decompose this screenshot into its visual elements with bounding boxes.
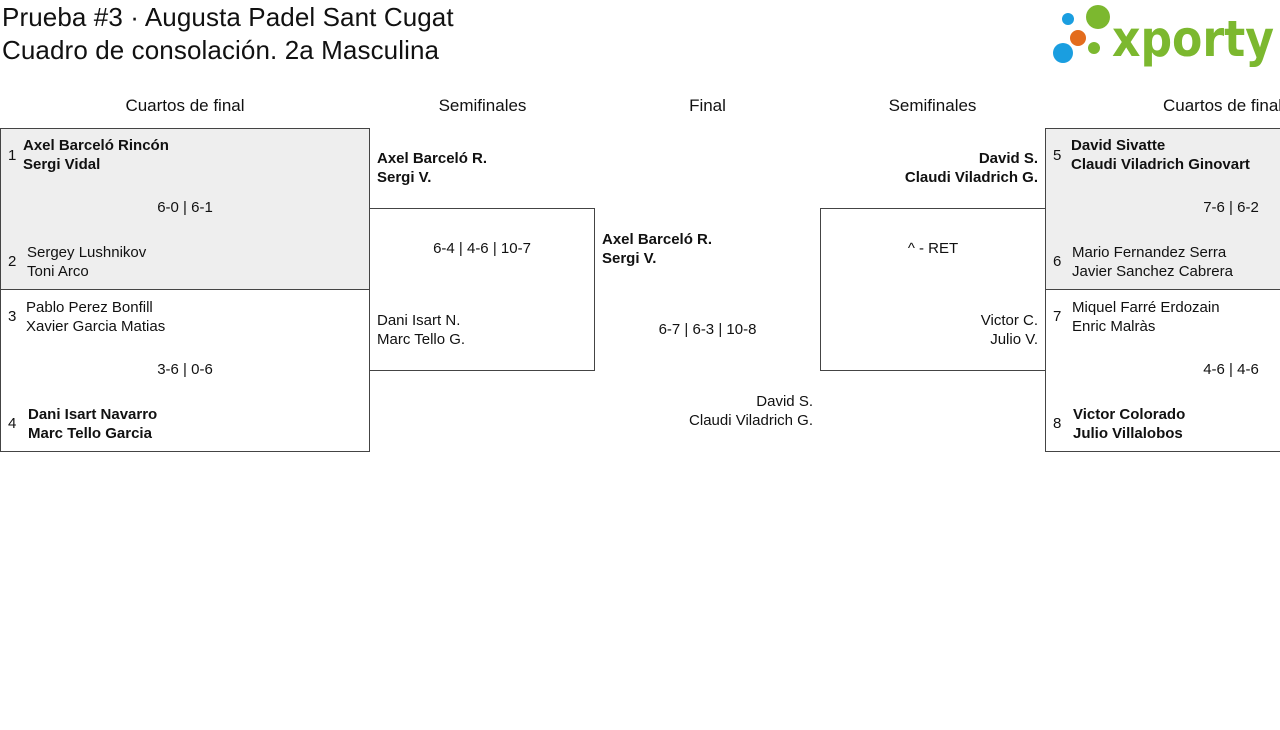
xporty-logo[interactable]: xporty: [1050, 2, 1278, 68]
round-header-final: Final: [689, 96, 726, 115]
seed-number: 2: [8, 253, 17, 270]
page-subtitle: Cuadro de consolación. 2a Masculina: [2, 35, 440, 65]
player-name: Victor Colorado: [1073, 406, 1186, 423]
player-name: Julio V.: [990, 331, 1038, 348]
player-name: Sergi Vidal: [23, 156, 101, 173]
player-name: Sergey Lushnikov: [27, 244, 147, 261]
match-score: ^ - RET: [907, 240, 959, 257]
left-semi-top-player: Axel Barceló R.: [377, 150, 488, 167]
logo-dot-orange: [1070, 30, 1086, 46]
logo-dot-green-small: [1088, 42, 1100, 54]
player-name: Enric Malràs: [1072, 318, 1156, 335]
final-bottom-player: David S.: [756, 393, 813, 410]
seed-number: 5: [1053, 147, 1062, 164]
player-name: David Sivatte: [1071, 137, 1166, 154]
left-semi-top-player: Sergi V.: [377, 169, 432, 186]
right-quarter-match-1[interactable]: 5 David Sivatte Claudi Viladrich Ginovar…: [1045, 128, 1280, 290]
player-name: Toni Arco: [27, 263, 89, 280]
seed-number: 3: [8, 308, 17, 325]
seed-number: 6: [1053, 253, 1062, 270]
match-score: 7-6 | 6-2: [1203, 199, 1259, 216]
round-header-right-semis: Semifinales: [888, 96, 977, 115]
seed-number: 1: [8, 147, 17, 164]
logo-dot-blue: [1053, 43, 1073, 63]
right-semi-top-player: David S.: [978, 150, 1038, 167]
player-name: Mario Fernandez Serra: [1072, 244, 1227, 261]
logo-wordmark: xporty: [1112, 10, 1274, 68]
match-score: 4-6 | 4-6: [1203, 361, 1259, 378]
right-semi-match[interactable]: ^ - RET Victor C. Julio V.: [820, 208, 1046, 371]
player-name: Dani Isart Navarro: [28, 406, 158, 423]
match-score: 6-0 | 6-1: [157, 199, 213, 216]
final-score: 6-7 | 6-3 | 10-8: [658, 321, 757, 338]
player-name: Victor C.: [980, 312, 1038, 329]
player-name: Marc Tello Garcia: [28, 425, 152, 442]
player-name: Pablo Perez Bonfill: [26, 299, 153, 316]
logo-dot-blue-small: [1062, 13, 1074, 25]
match-score: 6-4 | 4-6 | 10-7: [433, 240, 531, 257]
match-score: 3-6 | 0-6: [157, 361, 213, 378]
seed-number: 7: [1053, 308, 1062, 325]
player-name: Axel Barceló Rincón: [23, 137, 169, 154]
left-quarter-match-1[interactable]: 1 Axel Barceló Rincón Sergi Vidal 6-0 | …: [0, 128, 370, 290]
final-bottom-player: Claudi Viladrich G.: [689, 412, 813, 429]
player-name: Dani Isart N.: [377, 312, 461, 329]
round-header-right-quarters: Cuartos de final: [1163, 96, 1280, 115]
seed-number: 4: [8, 415, 17, 432]
left-semi-match[interactable]: 6-4 | 4-6 | 10-7 Dani Isart N. Marc Tell…: [369, 208, 595, 371]
round-header-left-quarters: Cuartos de final: [125, 96, 245, 115]
player-name: Marc Tello G.: [377, 331, 466, 348]
logo-dot-green: [1086, 5, 1110, 29]
right-quarter-match-2[interactable]: 7 Miquel Farré Erdozain Enric Malràs 4-6…: [1045, 289, 1280, 452]
player-name: Javier Sanchez Cabrera: [1072, 263, 1233, 280]
player-name: Julio Villalobos: [1073, 425, 1183, 442]
right-semi-top-player: Claudi Viladrich G.: [904, 169, 1038, 186]
round-header-left-semis: Semifinales: [438, 96, 527, 115]
left-quarter-match-2[interactable]: 3 Pablo Perez Bonfill Xavier Garcia Mati…: [0, 289, 370, 452]
page-title: Prueba #3 · Augusta Padel Sant Cugat: [2, 2, 454, 32]
final-top-player: Axel Barceló R.: [602, 231, 713, 248]
player-name: Miquel Farré Erdozain: [1072, 299, 1220, 316]
player-name: Xavier Garcia Matias: [26, 318, 166, 335]
player-name: Claudi Viladrich Ginovart: [1071, 156, 1250, 173]
seed-number: 8: [1053, 415, 1062, 432]
final-top-player: Sergi V.: [602, 250, 657, 267]
